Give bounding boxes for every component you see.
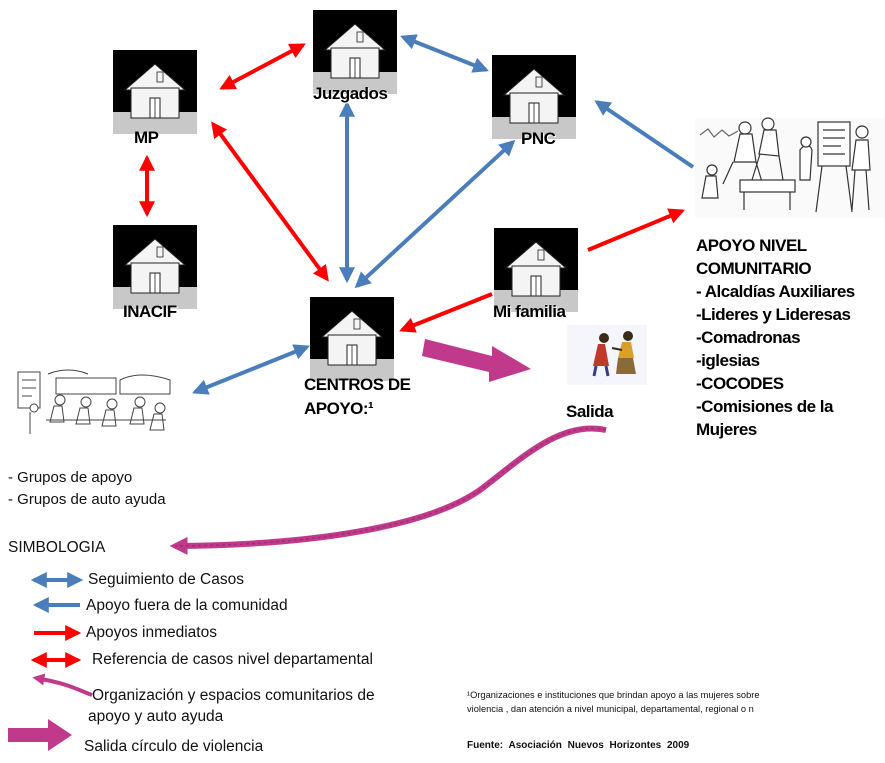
arrow-juzgados-pnc [400, 34, 489, 73]
comunitario-line: -COCODES [696, 374, 784, 393]
comunitario-line: -iglesias [696, 351, 760, 370]
legend-apoyo-fuera-text: Apoyo fuera de la comunidad [86, 597, 288, 614]
arrow-mp-centros [211, 121, 329, 282]
legend-organizacion-text-2: apoyo y auto ayuda [88, 708, 224, 725]
comunitario-line: -Comisiones de la [696, 397, 833, 416]
salida-women-illustration [567, 325, 647, 385]
comunitario-line: - Alcaldías Auxiliares [696, 282, 855, 301]
centros-label: CENTROS DE APOYO:¹ [304, 375, 411, 418]
inacif-house-icon [113, 225, 197, 309]
legend-magenta-thick-arrow [8, 719, 72, 751]
arrow-comunitario-pnc [594, 100, 695, 169]
legend-magenta-curved-arrow [32, 673, 93, 697]
arrow-mifamilia-comunitario [587, 208, 685, 252]
footnote-line-2: violencia , dan atención a nivel municip… [467, 704, 754, 714]
arrow-centros-grupos [192, 344, 310, 395]
legend-inmediatos-text: Apoyos inmediatos [86, 624, 217, 641]
legend-referencia-text: Referencia de casos nivel departamental [92, 651, 373, 668]
source-text: Fuente: Asociación Nuevos Horizontes 200… [467, 740, 690, 751]
comunitario-line: -Lideres y Lideresas [696, 305, 851, 324]
arrow-mifamilia-centros [399, 292, 493, 333]
mp-house-icon [113, 50, 197, 134]
mp-label: MP [134, 128, 159, 147]
simbologia-title: SIMBOLOGIA [8, 539, 106, 556]
comunitario-line: Mujeres [696, 420, 757, 439]
juzgados-house-icon [313, 10, 397, 94]
centros-house-icon [310, 297, 394, 381]
pnc-house-icon [492, 55, 576, 139]
arrow-mp-juzgados [219, 43, 306, 90]
community-meeting-illustration [695, 117, 885, 218]
legend-salida-text: Salida círculo de violencia [84, 738, 264, 755]
mifamilia-house-icon [494, 228, 578, 312]
arrow-salida-simbologia [169, 425, 607, 555]
salida-label: Salida [566, 402, 614, 421]
comunitario-line: APOYO NIVEL [696, 236, 807, 255]
pnc-label: PNC [521, 129, 556, 148]
juzgados-label: Juzgados [313, 84, 388, 103]
arrow-pnc-centros [354, 139, 516, 289]
comunitario-line: -Comadronas [696, 328, 801, 347]
legend-seguimiento-text: Seguimiento de Casos [88, 571, 244, 588]
legend-organizacion-text: Organización y espacios comunitarios de [92, 687, 375, 704]
inacif-label: INACIF [123, 302, 177, 321]
footnote-line-1: ¹Organizaciones e instituciones que brin… [467, 690, 760, 700]
comunitario-list: APOYO NIVEL COMUNITARIO - Alcaldías Auxi… [696, 234, 855, 441]
grupos-auto-ayuda-text: - Grupos de auto ayuda [8, 491, 166, 508]
mi-familia-label: Mi familia [493, 302, 566, 321]
comunitario-line: COMUNITARIO [696, 259, 812, 278]
arrow-centros-salida [422, 339, 531, 382]
support-group-illustration [17, 369, 171, 434]
grupos-apoyo-text: - Grupos de apoyo [8, 469, 133, 486]
